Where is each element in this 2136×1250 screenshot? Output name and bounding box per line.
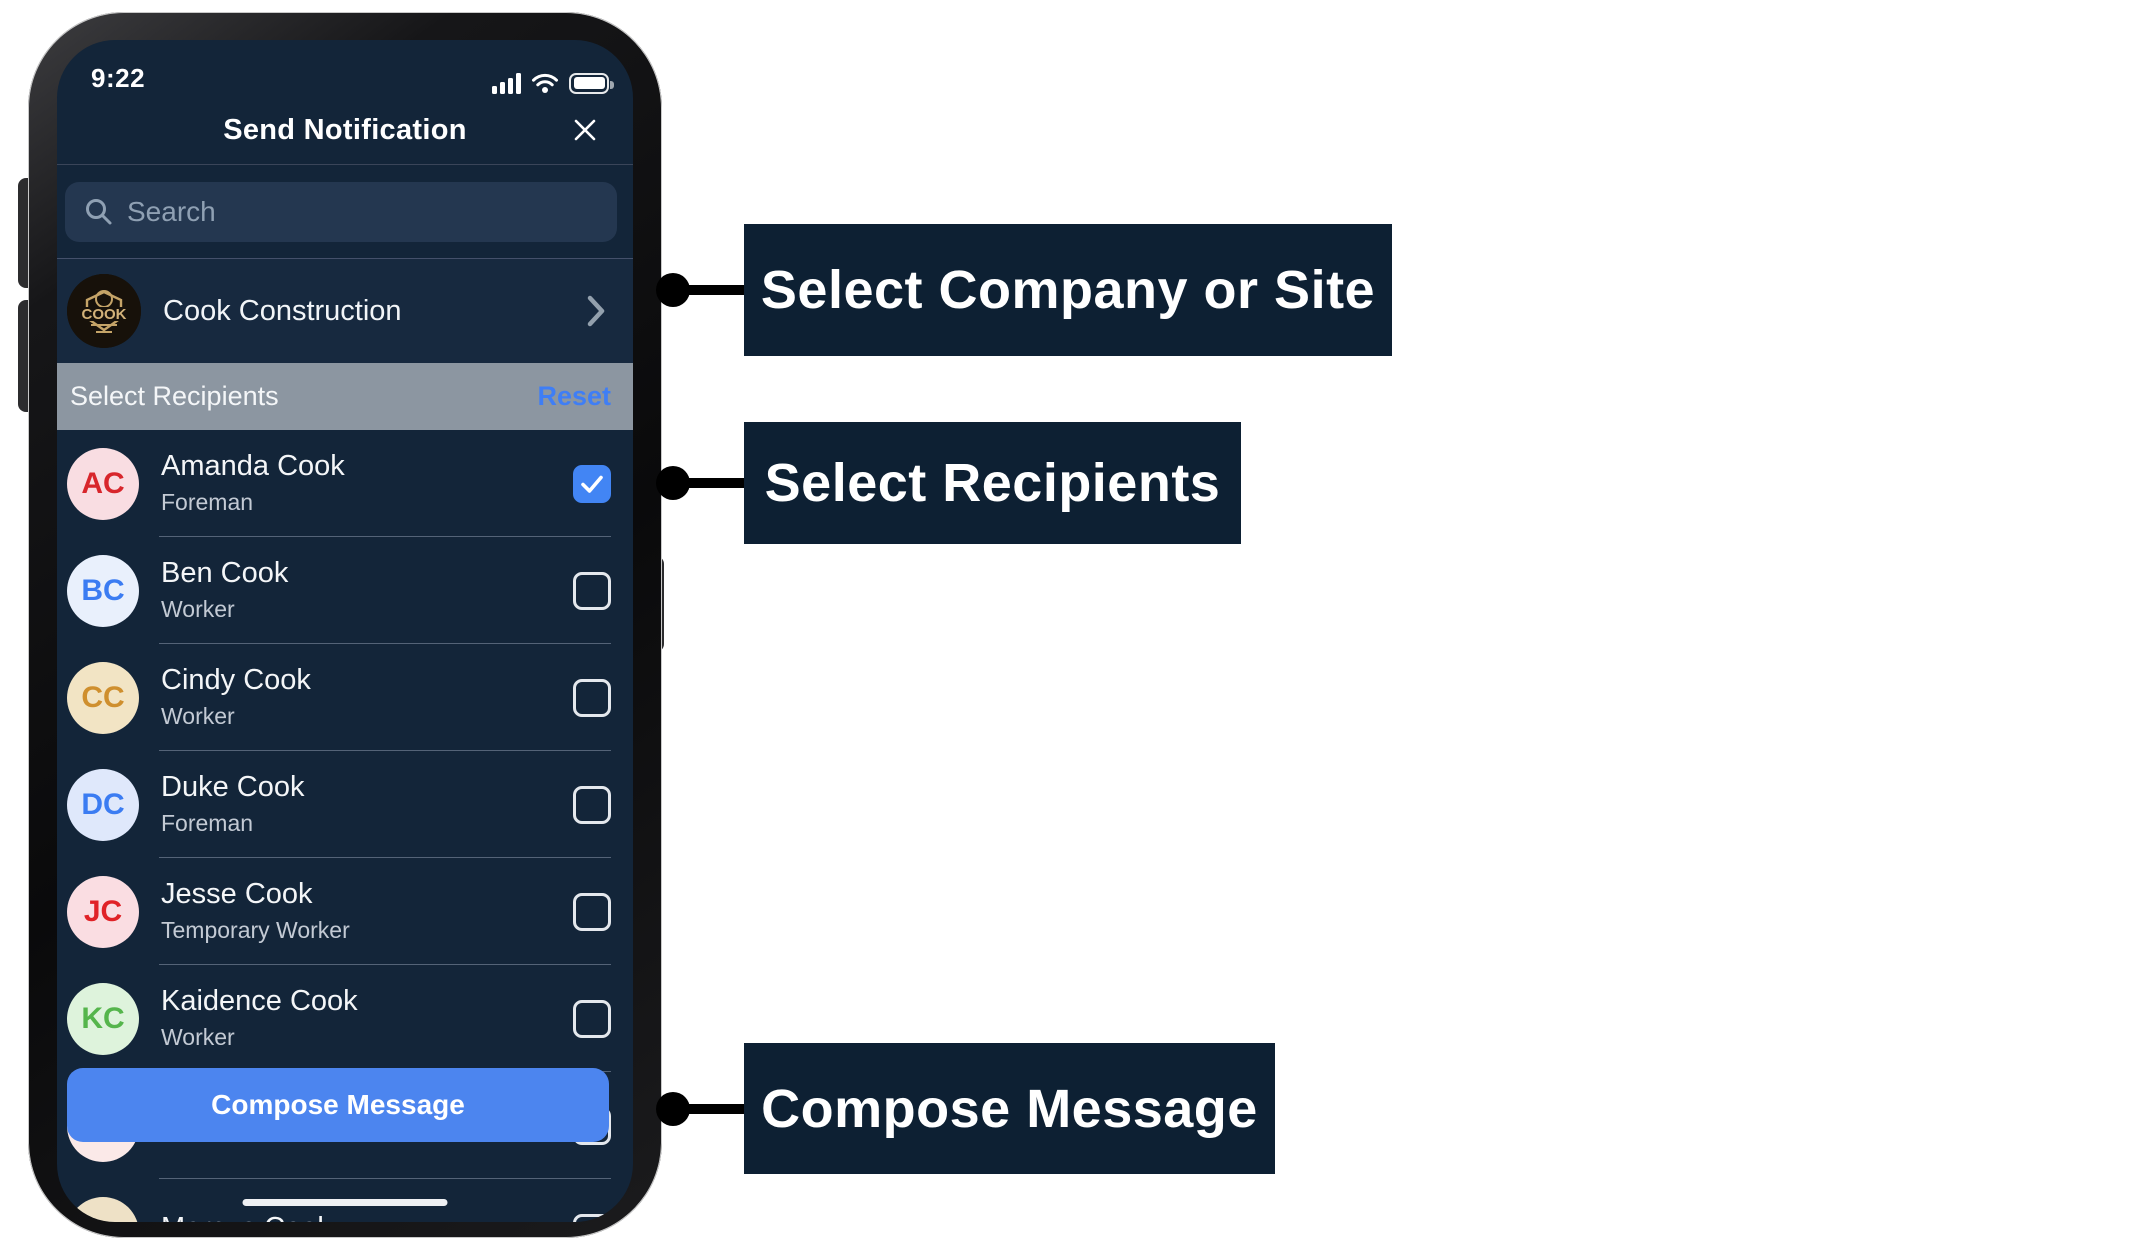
svg-text:COOK: COOK — [82, 306, 127, 323]
recipient-texts: Amanda Cook Foreman — [161, 450, 573, 516]
search-section: Search — [57, 165, 633, 258]
checkmark-icon — [581, 475, 603, 493]
wifi-icon — [532, 73, 558, 93]
recipient-checkbox[interactable] — [573, 571, 611, 610]
recipient-checkbox[interactable] — [573, 678, 611, 717]
recipient-role: Foreman — [161, 489, 254, 516]
recipient-checkbox[interactable] — [573, 999, 611, 1038]
recipient-texts: Kaidence Cook Worker — [161, 985, 573, 1051]
callout-compose-message: Compose Message — [656, 1043, 1275, 1174]
chevron-right-icon — [587, 295, 605, 327]
recipient-role: Temporary Worker — [161, 917, 350, 944]
cellular-signal-icon — [492, 72, 521, 94]
avatar: BC — [67, 554, 139, 627]
avatar — [67, 1196, 139, 1222]
recipient-texts: Ben Cook Worker — [161, 557, 573, 623]
search-placeholder: Search — [127, 196, 216, 227]
avatar: JC — [67, 875, 139, 948]
recipient-texts: Jesse Cook Temporary Worker — [161, 878, 573, 944]
recipient-row[interactable]: JC Jesse Cook Temporary Worker — [57, 858, 633, 965]
recipient-checkbox[interactable] — [573, 892, 611, 931]
callout-dot — [656, 466, 690, 500]
recipient-texts: Marcus Cook — [161, 1212, 573, 1222]
callout-connector-line — [687, 478, 747, 488]
company-logo: COOK — [67, 274, 141, 348]
callout-connector-line — [687, 1103, 747, 1114]
recipient-role: Foreman — [161, 810, 254, 837]
recipient-checkbox[interactable] — [573, 785, 611, 824]
company-name: Cook Construction — [163, 294, 402, 327]
recipient-name: Marcus Cook — [161, 1212, 573, 1222]
recipient-checkbox[interactable] — [573, 464, 611, 503]
avatar: KC — [67, 982, 139, 1055]
search-input[interactable]: Search — [65, 182, 617, 242]
recipient-row[interactable]: BC Ben Cook Worker — [57, 537, 633, 644]
recipient-name: Kaidence Cook — [161, 985, 358, 1018]
home-indicator[interactable] — [242, 1199, 448, 1206]
avatar: CC — [67, 661, 139, 734]
recipient-name: Ben Cook — [161, 557, 289, 590]
phone-screen: 9:22 Send Notification — [57, 40, 633, 1222]
avatar: AC — [67, 447, 139, 520]
callout-connector-line — [687, 285, 747, 295]
recipient-row[interactable]: Marcus Cook — [57, 1179, 633, 1222]
page-title: Send Notification — [223, 113, 467, 146]
recipient-name: Jesse Cook — [161, 878, 313, 911]
callout-dot — [656, 273, 690, 307]
clock: 9:22 — [91, 63, 146, 93]
callout-select-recipients: Select Recipients — [656, 422, 1241, 544]
compose-message-button[interactable]: Compose Message — [67, 1068, 609, 1142]
close-icon[interactable] — [565, 110, 605, 150]
callout-label: Compose Message — [744, 1043, 1275, 1174]
status-bar: 9:22 — [57, 40, 633, 96]
modal-header: Send Notification — [57, 96, 633, 165]
callout-label: Select Company or Site — [744, 224, 1392, 356]
recipient-texts: Cindy Cook Worker — [161, 664, 573, 730]
callout-dot — [656, 1091, 690, 1126]
recipient-name: Duke Cook — [161, 771, 305, 804]
battery-icon — [569, 72, 614, 94]
recipients-section-label: Select Recipients — [70, 381, 279, 411]
recipient-name: Cindy Cook — [161, 664, 311, 697]
recipient-row[interactable]: DC Duke Cook Foreman — [57, 751, 633, 858]
recipient-name: Amanda Cook — [161, 450, 345, 483]
recipient-role: Worker — [161, 703, 235, 730]
status-icons — [492, 72, 614, 94]
recipient-texts: Duke Cook Foreman — [161, 771, 573, 837]
recipient-checkbox[interactable] — [573, 1213, 611, 1222]
recipient-row[interactable]: CC Cindy Cook Worker — [57, 644, 633, 751]
company-site-row[interactable]: COOK Cook Construction — [57, 258, 633, 363]
recipient-role: Worker — [161, 1024, 235, 1051]
recipients-section-header: Select Recipients Reset — [57, 363, 633, 430]
avatar: DC — [67, 768, 139, 841]
recipient-row[interactable]: AC Amanda Cook Foreman — [57, 430, 633, 537]
callout-label: Select Recipients — [744, 422, 1241, 544]
recipient-row[interactable]: KC Kaidence Cook Worker — [57, 965, 633, 1072]
recipient-role: Worker — [161, 596, 235, 623]
reset-button[interactable]: Reset — [537, 381, 611, 411]
callout-select-company: Select Company or Site — [656, 224, 1392, 356]
search-icon — [86, 199, 112, 225]
